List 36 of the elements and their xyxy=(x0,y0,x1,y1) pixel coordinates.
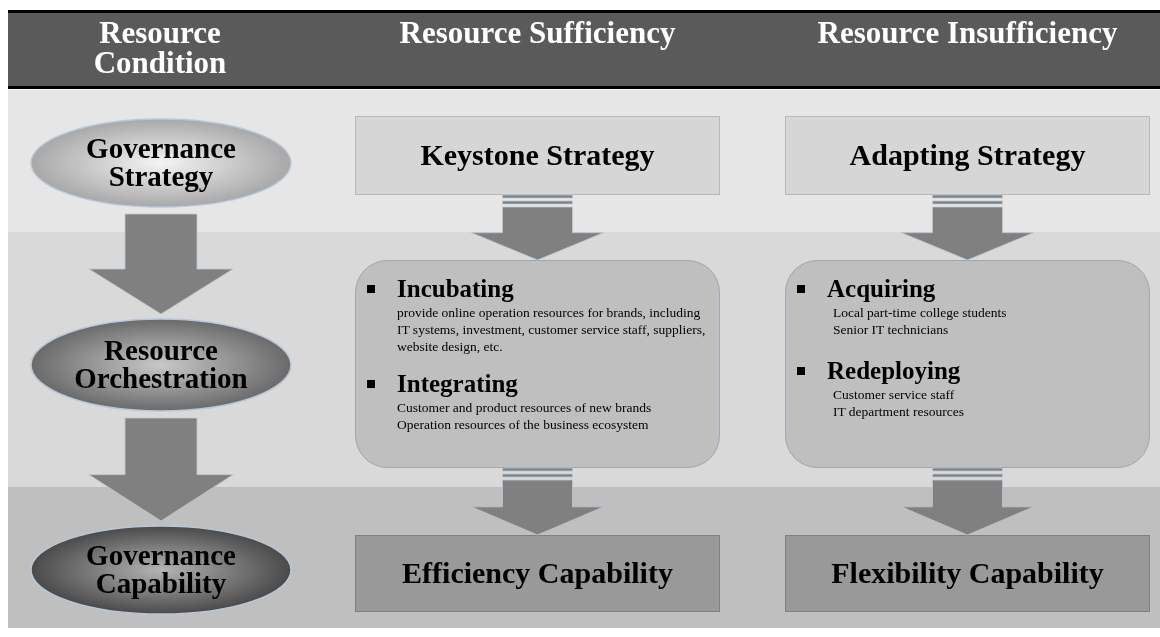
item-text: IT department resources xyxy=(833,403,964,420)
node-label: Governance Strategy xyxy=(85,135,237,191)
item-heading: Integrating xyxy=(397,370,518,397)
block-arrow xyxy=(88,417,234,522)
item-text: Senior IT technicians xyxy=(833,321,949,338)
ellipse-node xyxy=(30,318,292,412)
item-heading: Acquiring xyxy=(827,275,936,302)
node-label: Efficiency Capability xyxy=(401,559,674,588)
node-label: Resource Orchestration xyxy=(73,337,249,393)
block-arrow xyxy=(471,467,604,536)
block-arrow xyxy=(88,213,234,315)
item-text: provide online operation resources for brands, including IT systems, investment, customer service staff, suppliers, website design, etc. xyxy=(397,304,707,355)
process-box xyxy=(355,535,720,612)
block-arrow xyxy=(901,467,1034,536)
item-heading: Incubating xyxy=(397,275,514,302)
rounded-box xyxy=(355,260,720,468)
ellipse-node xyxy=(30,118,292,208)
item-text: Customer service staff xyxy=(833,386,955,403)
block-arrow xyxy=(471,194,604,261)
node-label: Adapting Strategy xyxy=(848,141,1087,170)
node-label: Keystone Strategy xyxy=(419,141,656,170)
column-heading: Resource Insufficiency xyxy=(816,18,1119,48)
item-heading: Redeploying xyxy=(827,357,961,384)
process-box xyxy=(785,535,1150,612)
process-box xyxy=(785,116,1150,195)
process-box xyxy=(355,116,720,195)
item-text: Operation resources of the business ecosystem xyxy=(397,416,649,433)
column-heading: Resource Condition xyxy=(92,18,228,78)
node-label: Flexibility Capability xyxy=(830,559,1105,588)
column-heading: Resource Sufficiency xyxy=(398,18,677,48)
block-arrow xyxy=(901,194,1034,261)
rounded-box xyxy=(785,260,1150,468)
item-text: Customer and product resources of new brands xyxy=(397,399,652,416)
ellipse-node xyxy=(30,525,292,615)
node-label: Governance Capability xyxy=(85,542,237,598)
item-text: Local part-time college students xyxy=(833,304,1007,321)
